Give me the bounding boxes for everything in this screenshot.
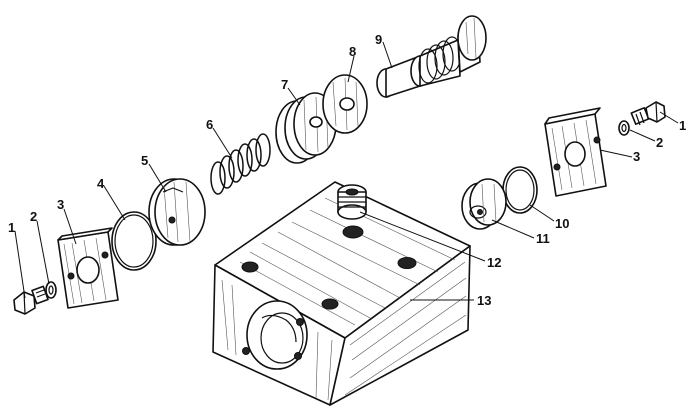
callout-labels: 1 2 3 4 5 6 7 8 9 1 2 3 10 11 12 13	[8, 32, 686, 308]
washer-disc	[322, 74, 368, 134]
bolt-right	[630, 101, 666, 126]
callout-11: 11	[536, 231, 550, 246]
callout-1-right: 1	[679, 118, 686, 133]
callout-5: 5	[141, 153, 148, 168]
cover-plate-right	[544, 107, 607, 197]
piston-cap	[148, 178, 206, 246]
callout-6: 6	[206, 117, 213, 132]
callout-3-left: 3	[57, 197, 64, 212]
washer-left	[45, 281, 57, 299]
valve-spool	[376, 15, 487, 98]
coil-spring	[210, 133, 271, 195]
callout-8: 8	[349, 44, 356, 59]
bolt-left	[13, 285, 49, 315]
piston-cap-right	[461, 178, 507, 230]
o-ring	[111, 211, 157, 271]
callout-12: 12	[487, 255, 501, 270]
callout-9: 9	[375, 32, 382, 47]
double-disc	[275, 92, 337, 164]
washer-right	[618, 120, 630, 136]
leader-lines	[14, 41, 679, 301]
callout-10: 10	[555, 216, 569, 231]
callout-2-right: 2	[656, 135, 663, 150]
callout-4: 4	[97, 176, 105, 191]
callout-1-left: 1	[8, 220, 15, 235]
callout-2-left: 2	[30, 209, 37, 224]
callout-3-right: 3	[633, 149, 640, 164]
callout-13: 13	[477, 293, 491, 308]
threaded-fitting	[337, 184, 367, 220]
callout-7: 7	[281, 77, 288, 92]
cover-plate-left	[57, 227, 119, 309]
